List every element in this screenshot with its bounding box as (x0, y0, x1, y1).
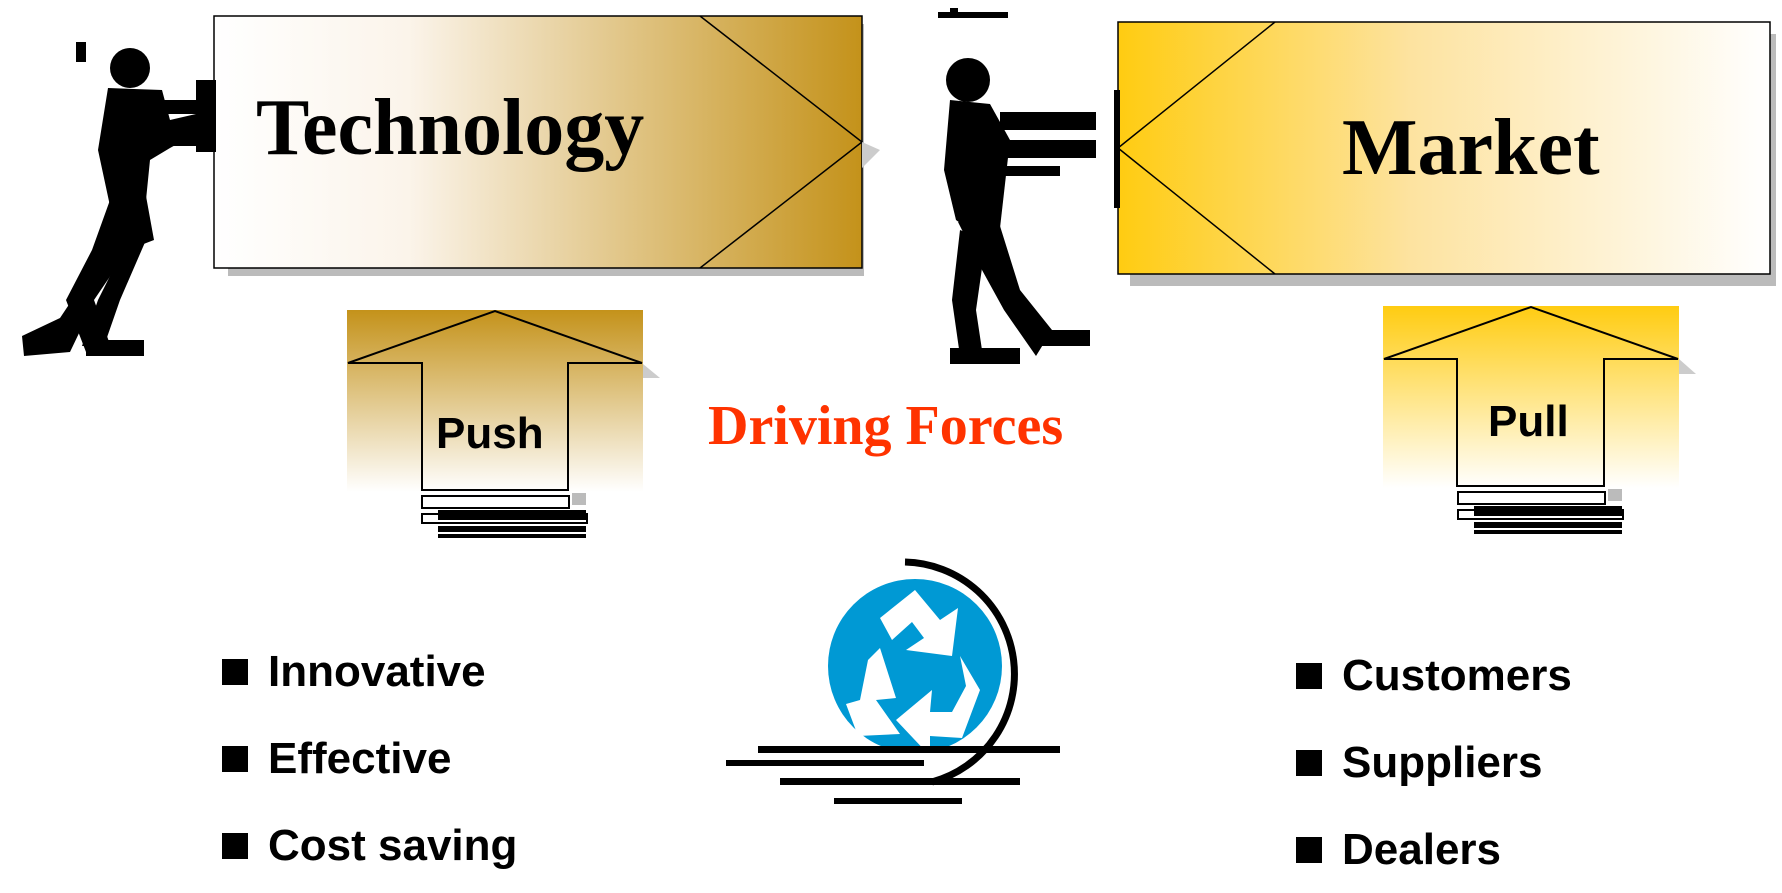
push-label: Push (436, 409, 544, 458)
list-item: Effective (222, 715, 517, 802)
market-box (1114, 21, 1776, 286)
market-label: Market (1342, 104, 1600, 192)
technology-box (213, 15, 880, 276)
technology-factors-list: Innovative Effective Cost saving (222, 628, 517, 889)
push-arrow (347, 309, 660, 538)
list-item: Innovative (222, 628, 517, 715)
pull-arrow (1383, 305, 1696, 534)
bullet-square-icon (222, 832, 248, 859)
pull-label: Pull (1488, 397, 1569, 446)
list-item: Cost saving (222, 802, 517, 889)
diagram-graphics (22, 8, 1776, 804)
bullet-square-icon (1296, 836, 1322, 863)
recycle-icon (726, 558, 1060, 804)
bullet-square-icon (1296, 662, 1322, 689)
driving-forces-title: Driving Forces (708, 395, 1064, 457)
bullet-square-icon (222, 658, 248, 685)
market-factors-list: Customers Suppliers Dealers (1296, 632, 1572, 893)
pulling-man-icon (938, 8, 1096, 364)
list-item: Customers (1296, 632, 1572, 719)
bullet-square-icon (222, 745, 248, 772)
pushing-man-icon (22, 42, 216, 356)
technology-label: Technology (256, 84, 645, 172)
bullet-square-icon (1296, 749, 1322, 776)
list-item: Dealers (1296, 806, 1572, 893)
list-item: Suppliers (1296, 719, 1572, 806)
